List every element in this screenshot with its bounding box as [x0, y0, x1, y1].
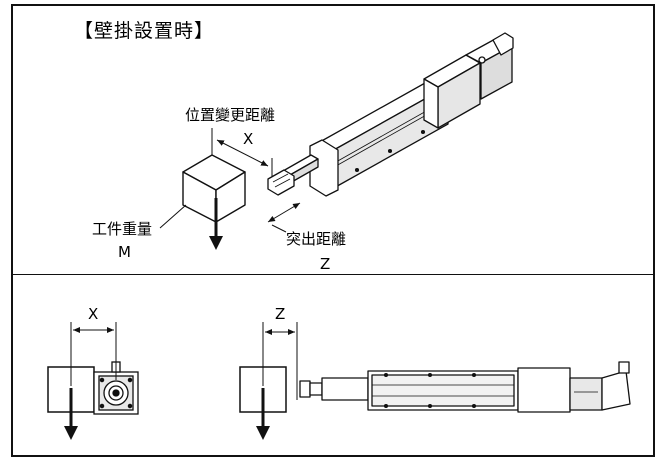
actuator-iso — [267, 32, 514, 197]
label-m: M — [118, 243, 131, 261]
weight-arrow-right — [256, 388, 270, 440]
diagram-frame — [11, 4, 655, 457]
diagram-title: 【壁掛設置時】 — [74, 20, 215, 42]
label-protrusion-distance: 突出距離 — [286, 230, 347, 248]
dimension-z-iso — [267, 202, 301, 233]
label-workpiece-weight: 工件重量 — [92, 220, 153, 238]
dimension-x-bottom — [70, 322, 117, 386]
actuator-side-view — [299, 361, 631, 413]
label-z-bottom: Z — [275, 305, 286, 323]
label-x-top: X — [243, 130, 254, 148]
weight-arrow-iso — [209, 198, 223, 250]
actuator-end-view — [93, 361, 139, 415]
section-divider — [11, 274, 655, 275]
weight-arrow-left — [64, 388, 78, 440]
leader-weight — [159, 204, 187, 229]
label-z-top: Z — [320, 255, 331, 273]
workpiece-cube-iso — [182, 154, 246, 223]
label-x-bottom: X — [88, 305, 99, 323]
dimension-z-bottom — [262, 322, 298, 400]
label-position-change-distance: 位置變更距離 — [185, 106, 276, 124]
